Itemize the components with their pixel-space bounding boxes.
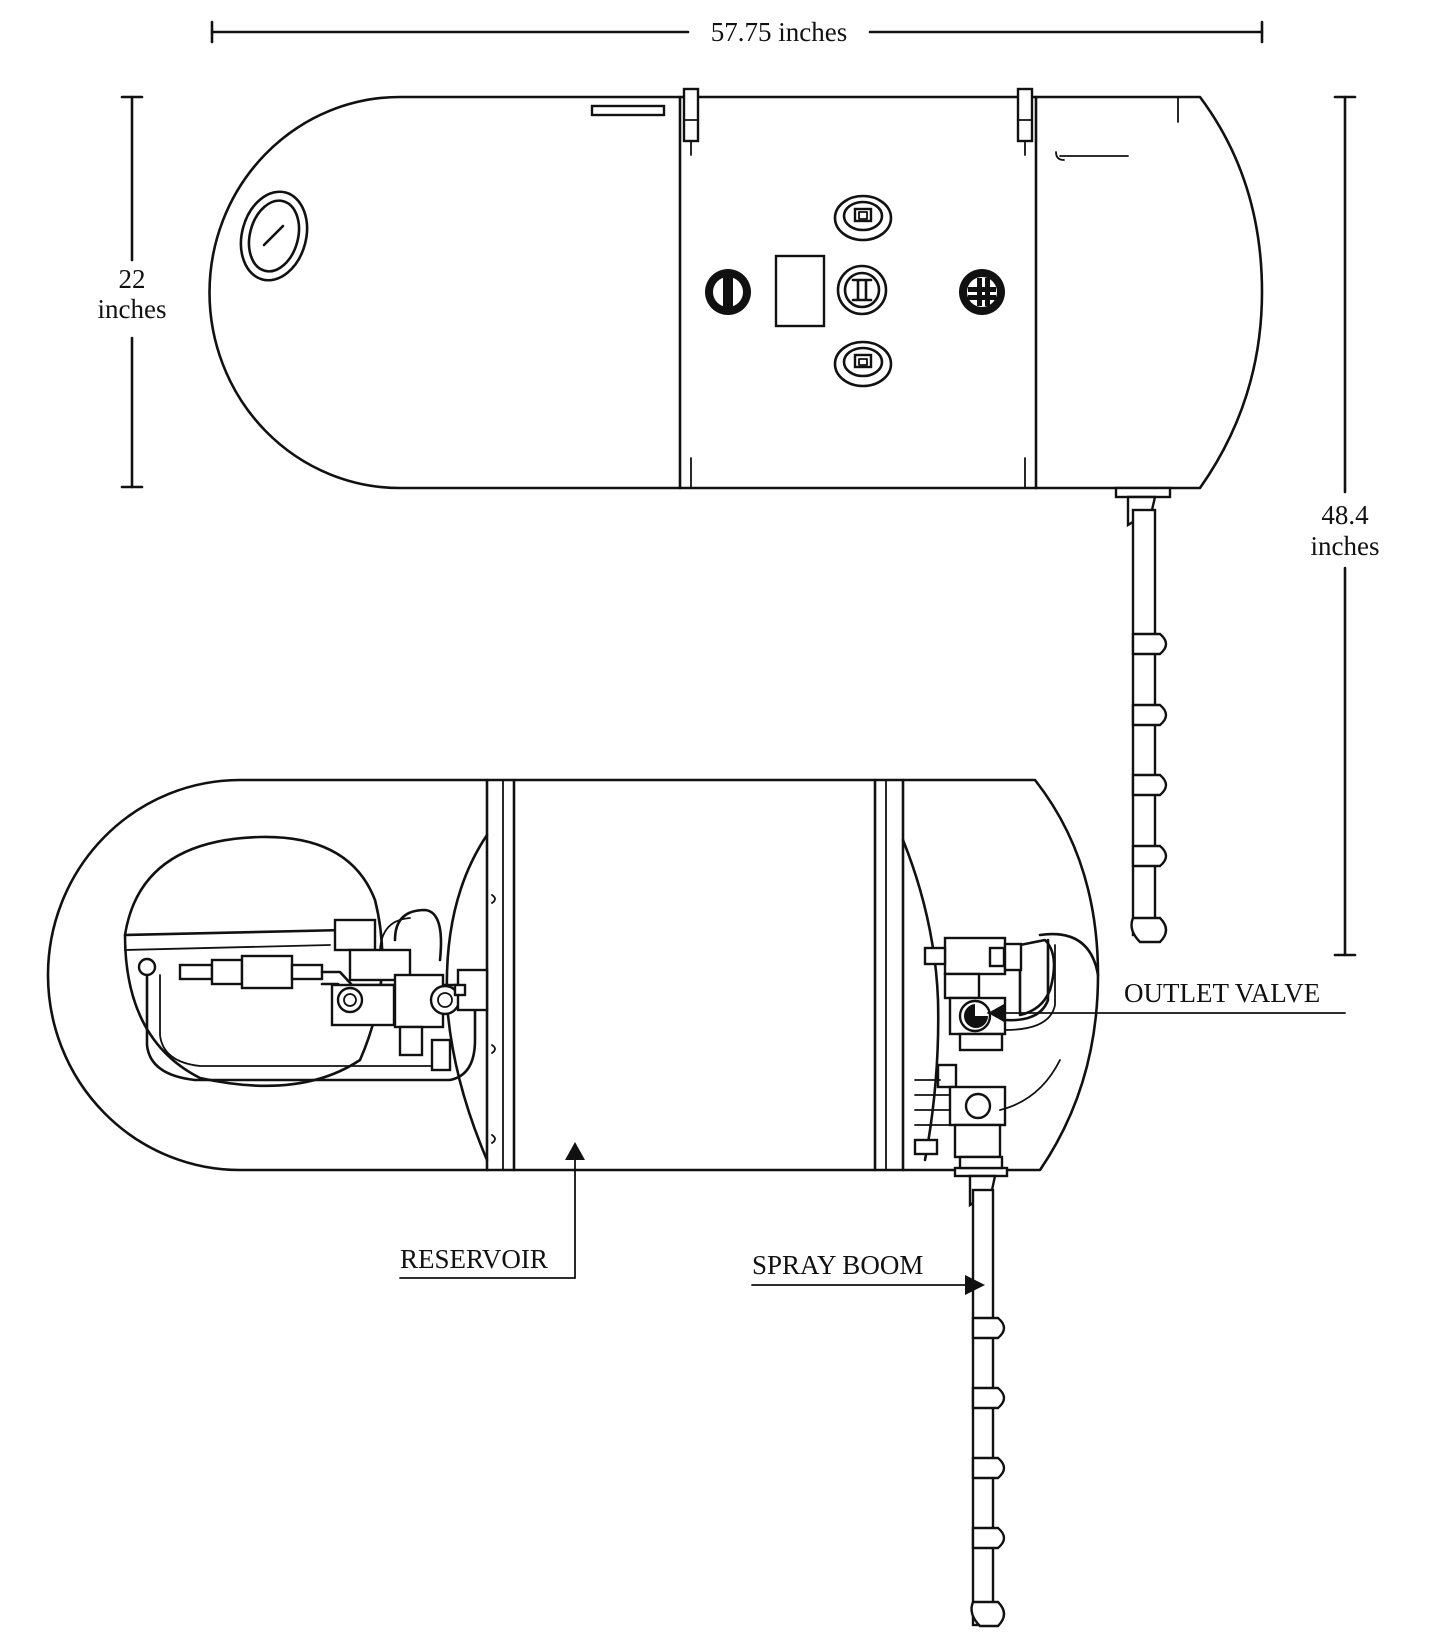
gauge-center [836, 264, 888, 316]
height-dimension-unit: inches [98, 294, 167, 324]
overall-height-dimension: 48.4 inches [1311, 95, 1380, 957]
spray-boom-top [1114, 486, 1172, 944]
tank-cutaway-view [46, 778, 1100, 1628]
overall-height-unit: inches [1311, 531, 1380, 561]
outlet-valve-label: OUTLET VALVE [1124, 978, 1320, 1008]
width-dimension-label: 57.75 inches [711, 17, 847, 47]
left-valve-assembly [178, 908, 489, 1072]
width-dimension: 57.75 inches [210, 17, 1264, 47]
side-handle [1055, 151, 1129, 161]
spray-boom-label: SPRAY BOOM [752, 1250, 923, 1280]
knob-left [705, 269, 751, 315]
outlet-valve-assembly [913, 932, 1100, 1159]
fill-cap [239, 190, 309, 282]
nozzle [1130, 632, 1168, 944]
callout-reservoir: RESERVOIR [399, 1142, 585, 1279]
gauge-bottom [833, 340, 893, 388]
spray-boom-bottom [953, 1155, 1009, 1628]
tank-top-view [208, 87, 1264, 944]
tank-top-outline [208, 95, 1264, 490]
overall-height-value: 48.4 [1321, 500, 1369, 530]
reservoir-label: RESERVOIR [400, 1244, 548, 1274]
control-panel-box [774, 254, 826, 328]
knob-right [959, 269, 1005, 315]
height-dimension: 22 inches [98, 95, 167, 489]
callout-spray-boom: SPRAY BOOM [751, 1250, 985, 1295]
latch-left [682, 87, 700, 143]
latch-right [1016, 87, 1034, 143]
top-handle [590, 104, 666, 117]
gauge-top [833, 194, 893, 242]
tank-cutaway-outline [46, 778, 1100, 1172]
height-dimension-value: 22 [119, 264, 146, 294]
callout-outlet-valve: OUTLET VALVE [987, 978, 1346, 1022]
